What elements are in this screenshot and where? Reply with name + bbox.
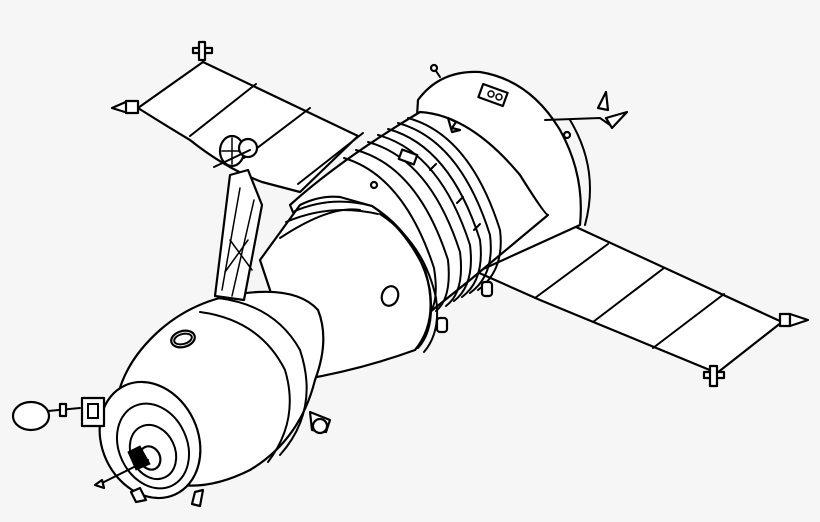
cross-marker-icon	[702, 364, 726, 388]
hatch-window	[380, 285, 400, 307]
instrument-box	[477, 82, 509, 108]
antenna-mast	[213, 134, 264, 302]
cone-tip-icon	[110, 99, 140, 115]
orbital-module	[11, 290, 332, 508]
cone-tip-icon	[778, 312, 810, 328]
docking-probe	[93, 445, 151, 490]
antenna-ball	[11, 396, 106, 432]
cross-marker-icon	[191, 40, 214, 63]
left-solar-array	[110, 40, 364, 194]
